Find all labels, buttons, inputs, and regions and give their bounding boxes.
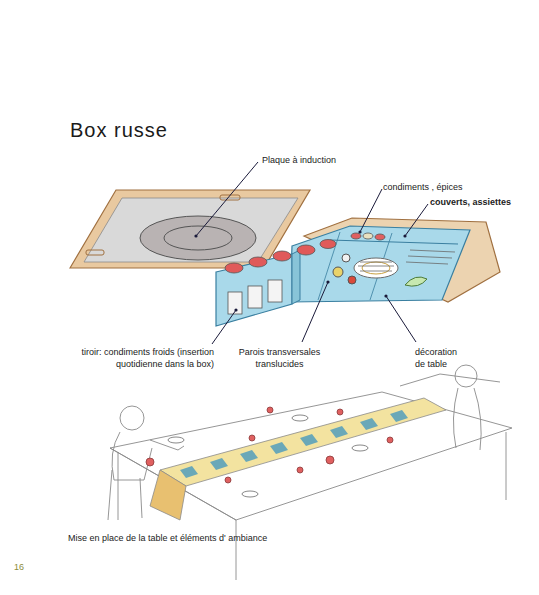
- leader-line: [212, 310, 236, 344]
- figure-caption: Mise en place de la table et éléments d'…: [68, 532, 267, 544]
- leader-dot: [358, 230, 361, 233]
- leader-line: [360, 189, 382, 232]
- leader-line: [405, 204, 428, 236]
- leader-line: [386, 296, 416, 342]
- callout-label: tiroir: condiments froids (insertion quo…: [62, 346, 214, 370]
- callout-label: Plaque à induction: [262, 154, 372, 166]
- page-title: Box russe: [70, 118, 168, 142]
- leader-dot: [194, 234, 197, 237]
- page-number: 16: [14, 561, 34, 573]
- leader-dot: [403, 234, 406, 237]
- leader-dot: [234, 308, 237, 311]
- callout-label: condiments , épices: [383, 181, 493, 193]
- leader-line: [302, 282, 328, 342]
- callout-label: décoration de table: [415, 346, 467, 370]
- leader-line: [196, 162, 258, 236]
- callout-label: couverts, assiettes: [430, 196, 530, 208]
- leader-dot: [384, 294, 387, 297]
- leader-dot: [326, 280, 329, 283]
- callout-label: Parois transversales translucides: [232, 346, 327, 370]
